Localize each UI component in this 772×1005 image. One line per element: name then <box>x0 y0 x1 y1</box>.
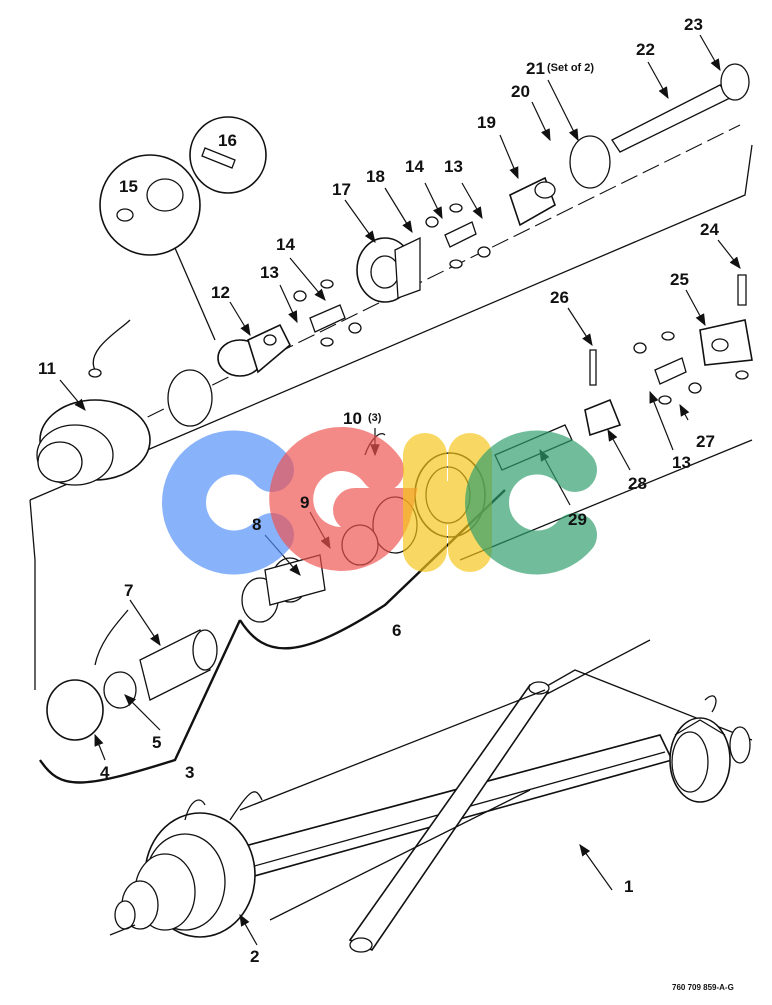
callout-24: 24 <box>700 220 719 239</box>
callout-21: 21 <box>526 59 545 78</box>
callout-20: 20 <box>511 82 530 101</box>
callout-29: 29 <box>568 510 587 529</box>
callout-23: 23 <box>684 15 703 34</box>
callout-7: 7 <box>124 581 133 600</box>
callout-13c: 13 <box>672 453 691 472</box>
callout-3: 3 <box>185 763 194 782</box>
callout-22: 22 <box>636 40 655 59</box>
callout-labels: 1 2 3 4 5 6 7 8 9 10 (3) 11 12 13 13 13 … <box>38 15 719 966</box>
watermark-letter-c2 <box>465 430 597 575</box>
part-14-cross-right <box>425 203 491 269</box>
shaft-tube <box>239 681 550 953</box>
shield-cone-right <box>669 695 751 803</box>
callout-5: 5 <box>152 733 161 752</box>
callout-27: 27 <box>696 432 715 451</box>
callout-14b: 14 <box>405 157 424 176</box>
callout-19: 19 <box>477 113 496 132</box>
callout-21-note: (Set of 2) <box>547 62 594 74</box>
part-14-cross-left <box>293 279 362 347</box>
watermark-letter-c1 <box>162 430 294 575</box>
brace-3 <box>39 619 242 784</box>
callout-14a: 14 <box>276 235 295 254</box>
callout-15: 15 <box>119 177 138 196</box>
callout-8: 8 <box>252 515 261 534</box>
bearing-ring <box>167 369 213 427</box>
callout-16: 16 <box>218 131 237 150</box>
callout-13b: 13 <box>444 157 463 176</box>
callout-18: 18 <box>366 167 385 186</box>
shield-cone-left <box>109 791 263 938</box>
part-17-flange <box>356 236 421 303</box>
callout-26: 26 <box>550 288 569 307</box>
callout-6: 6 <box>392 621 401 640</box>
upper-exploded-components <box>36 63 753 784</box>
callout-10-qty: (3) <box>368 412 382 424</box>
callout-1: 1 <box>624 877 633 896</box>
callout-13a: 13 <box>260 263 279 282</box>
part-22-tube <box>611 84 731 153</box>
watermark <box>162 426 597 575</box>
part-7-sleeve <box>139 629 218 701</box>
part-12-yoke <box>217 323 291 377</box>
brace-6 <box>238 489 506 650</box>
callout-12: 12 <box>211 283 230 302</box>
callout-4: 4 <box>100 763 110 782</box>
figure-code: 760 709 859-A-G <box>672 983 734 992</box>
callout-17: 17 <box>332 180 351 199</box>
part-4-5-ring <box>46 609 137 741</box>
drive-shaft-assembly <box>109 681 751 953</box>
inset-detail <box>99 116 267 341</box>
callout-2: 2 <box>250 947 259 966</box>
callout-10: 10 <box>343 409 362 428</box>
part-23-collar <box>720 63 750 101</box>
part-19-yoke <box>509 176 556 227</box>
watermark-letter-g <box>269 426 418 571</box>
callout-25: 25 <box>670 270 689 289</box>
callout-28: 28 <box>628 474 647 493</box>
part-11-shield <box>36 319 151 486</box>
part-21-ring <box>569 135 611 189</box>
callout-9: 9 <box>300 493 309 512</box>
callout-11: 11 <box>38 359 56 378</box>
